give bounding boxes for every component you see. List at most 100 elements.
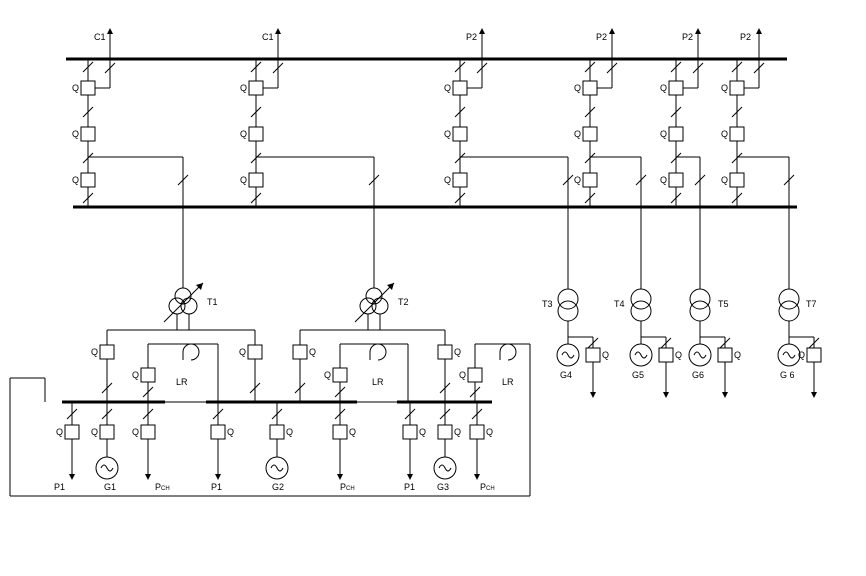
breaker-q-label: Q [721,175,728,185]
generator-2[interactable] [95,456,119,480]
lv-feeder-breaker-6[interactable]: Q [332,424,356,440]
g6b-label: G 6 [780,370,795,380]
reactor-label-2: LR [372,377,384,387]
breaker-q-label: Q [660,129,667,139]
load-label-pch-c: PCH [480,482,495,492]
unit-transformer-2[interactable] [630,288,652,322]
breaker-q-label: Q [454,347,461,357]
breaker-q-label: Q [574,129,581,139]
generator-5[interactable] [265,456,289,480]
current-limiting-reactor-2[interactable] [369,343,387,361]
reactor-breaker-2[interactable]: Q [324,367,348,383]
breaker-q-label: Q [324,370,331,380]
lv-secondary-breaker-1[interactable]: Q [91,344,115,360]
transformer-t1[interactable]: T1 [163,282,218,323]
hv-breaker-upper-2[interactable]: Q [240,80,264,96]
lv-secondary-breaker-2[interactable]: Q [239,344,263,360]
transformer-t2[interactable]: T2 [354,282,409,323]
reactor-label-3: LR [502,377,514,387]
feeder-label-p2-b: P2 [596,32,607,42]
load-label-pch-b: PCH [340,482,355,492]
hv-breaker-upper-3[interactable]: Q [444,80,468,96]
g4-label: G4 [560,370,572,380]
hv-breaker-lower-4[interactable]: Q [574,172,598,188]
lv-section-wiring [9,314,531,497]
hv-breaker-upper-5[interactable]: Q [660,80,684,96]
hv-breaker-lower-5[interactable]: Q [660,172,684,188]
lv-load-labels: P1 P1 P1 G1 G2 G3 PCH PCH PCH [54,482,495,492]
unit-generator-1[interactable] [556,343,580,367]
load-label-p1-c: P1 [404,482,415,492]
hv-breaker-lower-3[interactable]: Q [444,172,468,188]
unit-breaker-3[interactable]: Q [717,347,741,363]
breaker-q-label: Q [602,350,609,360]
reactor-label-1: LR [176,377,188,387]
breaker-q-label: Q [419,427,426,437]
g6-label: G6 [692,370,704,380]
unit-transformer-1[interactable] [557,288,579,322]
hv-breaker-middle-4[interactable]: Q [574,126,598,142]
breaker-q-label: Q [91,427,98,437]
lv-feeder-breaker-4[interactable]: Q [210,424,234,440]
breaker-q-label: Q [227,427,234,437]
hv-breaker-middle-2[interactable]: Q [240,126,264,142]
breaker-q-label: Q [444,175,451,185]
breaker-q-label: Q [459,370,466,380]
lv-feeder-breaker-7[interactable]: Q [402,424,426,440]
unit-transformer-4[interactable] [778,288,800,322]
lv-feeder-breaker-3[interactable]: Q [132,424,156,440]
generator-8[interactable] [433,456,457,480]
load-label-p1-a: P1 [54,482,65,492]
hv-breaker-middle-1[interactable]: Q [72,126,96,142]
hv-breaker-middle-5[interactable]: Q [660,126,684,142]
unit-transformer-3[interactable] [689,288,711,322]
breaker-q-label: Q [454,427,461,437]
unit-breaker-2[interactable]: Q [658,347,682,363]
unit-labels: T3 T4 T5 T7 G4 G5 G6 G 6 [542,299,817,380]
feeder-label-p2-c: P2 [682,32,693,42]
reactor-breaker-3[interactable]: Q [459,367,483,383]
reactor-labels: LR LR LR [176,377,514,387]
unit-generator-2[interactable] [629,343,653,367]
generator-label-g1: G1 [104,482,116,492]
current-limiting-reactor-1[interactable] [182,343,200,361]
load-label-pch-a: PCH [155,482,170,492]
lv-feeder-breaker-9[interactable]: Q [469,424,493,440]
feeder-label-c1-b: C1 [262,32,274,42]
breaker-q-label: Q [349,427,356,437]
lv-secondary-breaker-3[interactable]: Q [292,344,316,360]
unit-generator-3[interactable] [688,343,712,367]
breaker-q-label: Q [240,175,247,185]
unit-breaker-4[interactable]: Q [798,347,822,363]
hv-breaker-upper-6[interactable]: Q [721,80,745,96]
generator-label-g2: G2 [272,482,284,492]
hv-breaker-lower-6[interactable]: Q [721,172,745,188]
breaker-q-label: Q [240,129,247,139]
hv-breaker-middle-3[interactable]: Q [444,126,468,142]
reactor-breaker-1[interactable]: Q [132,367,156,383]
unit-generator-4[interactable] [777,343,801,367]
lv-secondary-breaker-4[interactable]: Q [437,344,461,360]
hv-breaker-lower-2[interactable]: Q [240,172,264,188]
breaker-q-label: Q [72,129,79,139]
t4-label: T4 [614,299,625,309]
breaker-q-label: Q [239,347,246,357]
breaker-q-label: Q [286,427,293,437]
lv-feeder-breaker-5[interactable]: Q [269,424,293,440]
breaker-q-label: Q [574,83,581,93]
hv-breaker-upper-4[interactable]: Q [574,80,598,96]
lv-feeder-breaker-8[interactable]: Q [437,424,461,440]
current-limiting-reactor-3[interactable] [499,343,517,361]
hv-breaker-middle-6[interactable]: Q [721,126,745,142]
unit-breaker-1[interactable]: Q [585,347,609,363]
feeder-label-p2-d: P2 [740,32,751,42]
lv-feeder-breaker-2[interactable]: Q [91,424,115,440]
t5-label: T5 [718,299,729,309]
hv-breaker-upper-1[interactable]: Q [72,80,96,96]
hv-breaker-lower-1[interactable]: Q [72,172,96,188]
lv-feeder-breaker-1[interactable]: Q [56,424,80,440]
feeder-label-p2-a: P2 [466,32,477,42]
breaker-q-label: Q [56,427,63,437]
